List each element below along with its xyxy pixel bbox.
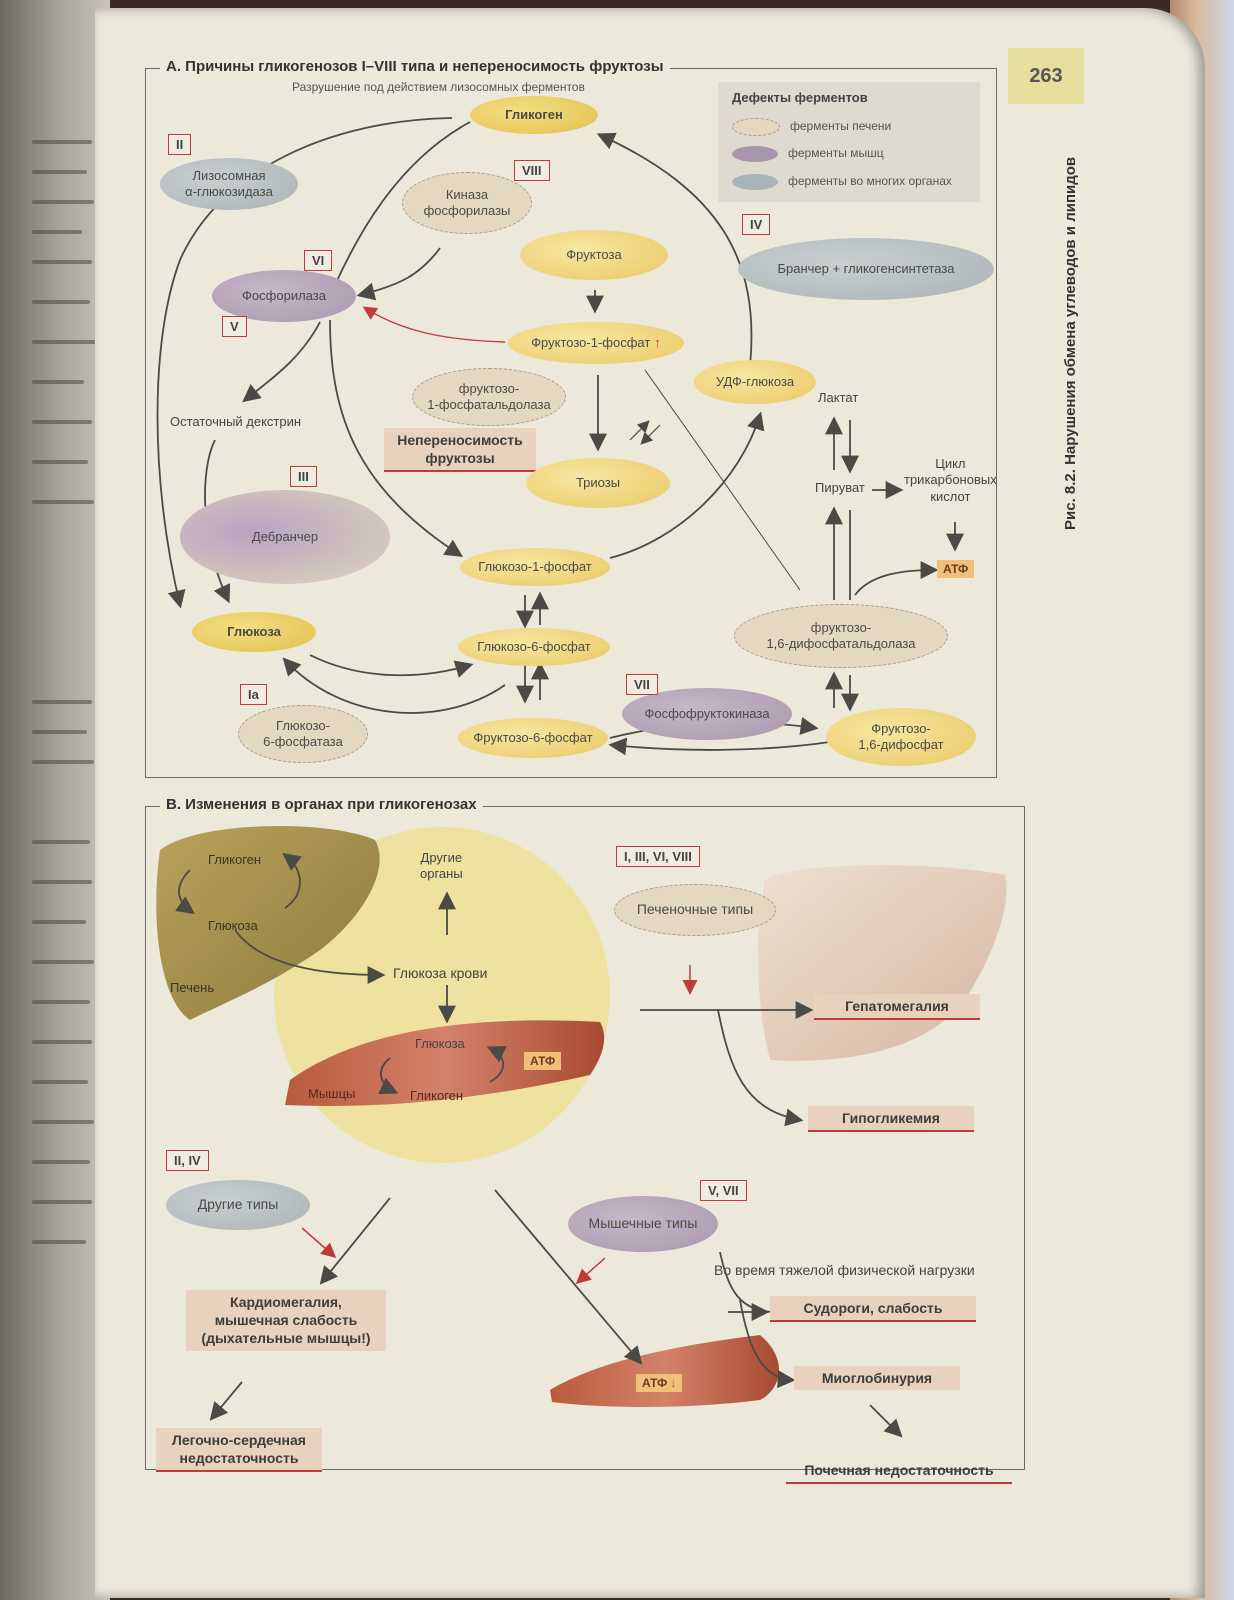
type-badge-vi: VI xyxy=(304,250,333,271)
type-badge-iv: IV xyxy=(742,214,771,235)
hepatomegaly-result: Гепатомегалия xyxy=(814,994,980,1021)
legend-item-liver: ферменты печени xyxy=(732,118,891,136)
lactate-label: Лактат xyxy=(818,390,859,405)
page-number: 263 xyxy=(1008,48,1084,104)
type-badge-ia: Ia xyxy=(240,684,267,705)
hepatic-types-badge: I, III, VI, VIII xyxy=(616,846,700,867)
type-badge-ii: II xyxy=(168,134,192,155)
liver-label: Печень xyxy=(170,980,215,995)
muscle-glycogen-label: Гликоген xyxy=(410,1088,464,1103)
cramps-result: Судороги, слабость xyxy=(770,1296,976,1323)
fructose-intolerance-result: Непереносимость фруктозы xyxy=(384,428,536,473)
renal-failure-result: Почечная недостаточность xyxy=(786,1458,1012,1485)
glucose-1-phosphate-node: Глюкозо-1-фосфат xyxy=(460,548,610,586)
type-badge-iii: III xyxy=(290,466,317,487)
panel-a-title: А. Причины гликогенозов I–VIII типа и не… xyxy=(160,58,670,75)
muscle-glucose-label: Глюкоза xyxy=(415,1036,465,1051)
exercise-label: Во время тяжелой физической нагрузки xyxy=(714,1262,975,1278)
panel-b-frame xyxy=(145,806,1025,1470)
muscles-label: Мышцы xyxy=(308,1086,356,1101)
brancher-enzyme: Бранчер + гликогенсинтетаза xyxy=(738,238,994,300)
muscle-types-oval: Мышечные типы xyxy=(568,1196,718,1252)
tca-cycle-label: Цикл трикарбоновых кислот xyxy=(904,456,997,504)
blood-glucose-label: Глюкоза крови xyxy=(393,965,488,981)
muscle-atp-badge: АТФ xyxy=(524,1052,562,1070)
glucose-node: Глюкоза xyxy=(192,612,316,652)
legend-item-muscle: ферменты мышц xyxy=(732,146,884,162)
type-badge-viii: VIII xyxy=(514,160,550,181)
myoglobinuria-result: Миоглобинурия xyxy=(794,1366,960,1391)
atp-down-badge: АТФ↓ xyxy=(636,1374,683,1392)
fructose-1-phosphate-node: Фруктозо-1-фосфат↑ xyxy=(508,322,684,364)
debrancher-enzyme: Дебранчер xyxy=(180,490,390,584)
fructose-1-6-bisphosphate-node: Фруктозо- 1,6-дифосфат xyxy=(826,708,976,766)
atp-badge: АТФ xyxy=(937,560,975,578)
trioses-node: Триозы xyxy=(526,458,670,508)
liver-glycogen-label: Гликоген xyxy=(208,852,262,867)
panel-b-title: В. Изменения в органах при гликогенозах xyxy=(160,796,483,813)
legend-item-many: ферменты во многих органах xyxy=(732,174,952,190)
lysosomal-glucosidase-enzyme: Лизосомная α-глюкозидаза xyxy=(160,158,298,210)
legend-title: Дефекты ферментов xyxy=(732,90,868,105)
left-page xyxy=(0,0,110,1600)
phosphorylase-kinase-enzyme: Киназа фосфорилазы xyxy=(402,172,532,234)
enzyme-legend: Дефекты ферментов ферменты печени фермен… xyxy=(718,82,980,202)
hepatic-types-oval: Печеночные типы xyxy=(614,884,776,936)
pyruvate-label: Пируват xyxy=(815,480,865,495)
other-types-oval: Другие типы xyxy=(166,1180,310,1230)
fructose-6-phosphate-node: Фруктозо-6-фосфат xyxy=(458,718,608,758)
muscle-types-badge: V, VII xyxy=(700,1180,747,1201)
phosphofructokinase-enzyme: Фосфофруктокиназа xyxy=(622,688,792,740)
cardiopulmonary-result: Легочно-сердечная недостаточность xyxy=(156,1428,322,1473)
type-badge-v: V xyxy=(222,316,247,337)
glycogen-node: Гликоген xyxy=(470,96,598,134)
fructose-node: Фруктоза xyxy=(520,230,668,280)
other-types-badge: II, IV xyxy=(166,1150,209,1171)
type-badge-vii: VII xyxy=(626,674,658,695)
hypoglycemia-result: Гипогликемия xyxy=(808,1106,974,1133)
panel-a-subtitle: Разрушение под действием лизосомных ферм… xyxy=(292,80,585,94)
cardiomegaly-result: Кардиомегалия, мышечная слабость (дыхате… xyxy=(186,1290,386,1351)
udp-glucose-node: УДФ-глюкоза xyxy=(694,360,816,404)
residual-dextrin-label: Остаточный декстрин xyxy=(170,414,302,429)
glucose-6-phosphate-node: Глюкозо-6-фосфат xyxy=(458,628,610,666)
phosphorylase-enzyme: Фосфорилаза xyxy=(212,270,356,322)
glucose-6-phosphatase-enzyme: Глюкозо- 6-фосфатаза xyxy=(238,705,368,763)
fructose-1-phosphate-aldolase-enzyme: фруктозо- 1-фосфатальдолаза xyxy=(412,368,566,426)
other-organs-label: Другие органы xyxy=(420,850,463,882)
liver-glucose-label: Глюкоза xyxy=(208,918,258,933)
fbp-aldolase-enzyme: фруктозо- 1,6-дифосфатальдолаза xyxy=(734,604,948,668)
